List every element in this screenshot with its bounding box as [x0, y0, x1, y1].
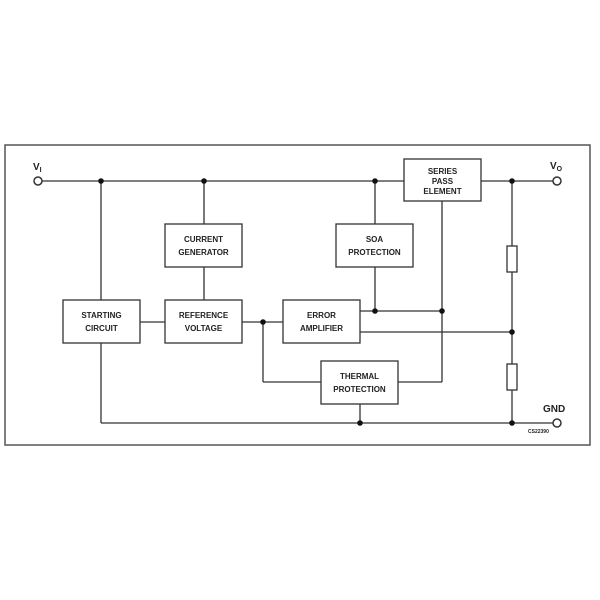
svg-text:PASS: PASS	[432, 177, 454, 186]
svg-text:SERIES: SERIES	[428, 167, 458, 176]
svg-text:SOA: SOA	[366, 235, 384, 244]
vi-terminal	[33, 176, 43, 186]
junction-dots	[98, 178, 515, 426]
figure-code: CS22390	[528, 429, 549, 435]
thermal-protection-block: THERMAL PROTECTION	[320, 360, 399, 405]
error-amplifier-block: ERROR AMPLIFIER	[282, 299, 361, 344]
svg-text:THERMAL: THERMAL	[340, 372, 379, 381]
svg-text:AMPLIFIER: AMPLIFIER	[300, 324, 343, 333]
resistor-upper	[506, 245, 518, 273]
svg-text:STARTING: STARTING	[81, 311, 121, 320]
svg-text:PROTECTION: PROTECTION	[333, 385, 386, 394]
svg-text:VOLTAGE: VOLTAGE	[185, 324, 223, 333]
series-pass-element-block: SERIES PASS ELEMENT	[403, 158, 482, 202]
vo-terminal	[552, 176, 562, 186]
svg-text:CIRCUIT: CIRCUIT	[85, 324, 118, 333]
gnd-label: GND	[543, 404, 565, 415]
vi-label: VI	[33, 162, 42, 174]
current-generator-block: CURRENT GENERATOR	[164, 223, 243, 268]
wires	[42, 180, 553, 424]
svg-text:ELEMENT: ELEMENT	[423, 187, 461, 196]
starting-circuit-block: STARTING CIRCUIT	[62, 299, 141, 344]
gnd-terminal	[552, 418, 562, 428]
soa-protection-block: SOA PROTECTION	[335, 223, 414, 268]
svg-text:ERROR: ERROR	[307, 311, 336, 320]
svg-text:REFERENCE: REFERENCE	[179, 311, 229, 320]
vo-label: VO	[550, 161, 563, 173]
resistor-lower	[506, 363, 518, 391]
svg-text:GENERATOR: GENERATOR	[178, 248, 229, 257]
svg-text:CURRENT: CURRENT	[184, 235, 223, 244]
reference-voltage-block: REFERENCE VOLTAGE	[164, 299, 243, 344]
svg-text:PROTECTION: PROTECTION	[348, 248, 401, 257]
frame	[4, 144, 591, 446]
